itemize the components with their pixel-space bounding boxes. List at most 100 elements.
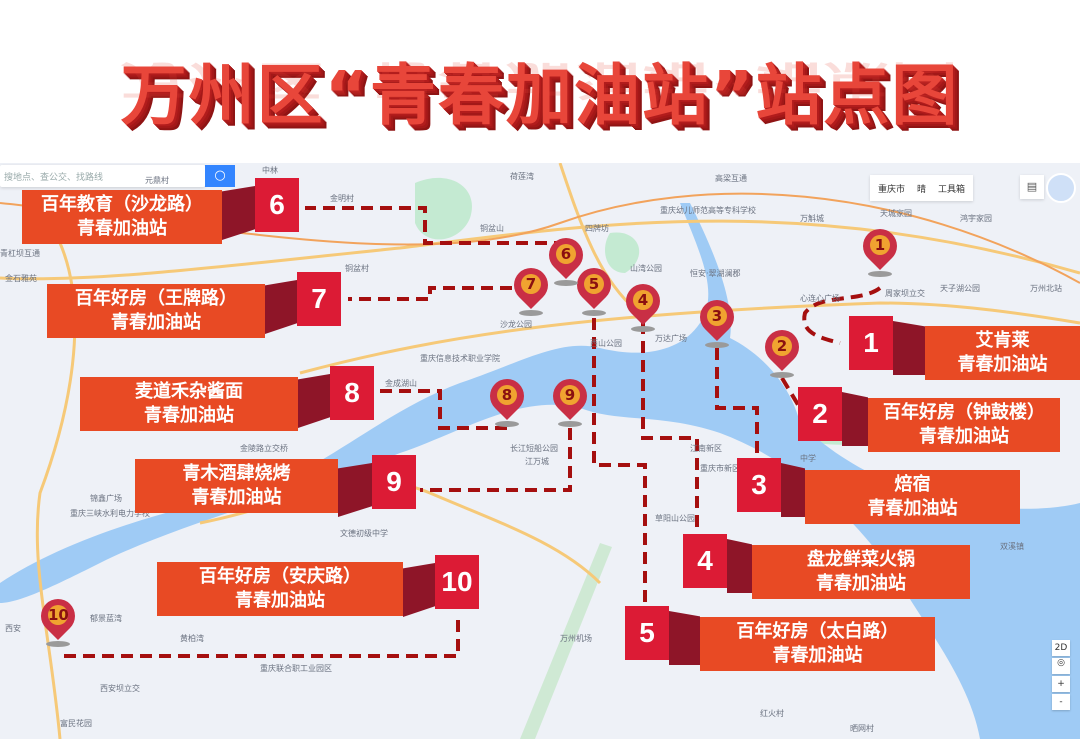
pin-number: 8 (497, 385, 517, 405)
zoom-in-button[interactable]: + (1052, 676, 1070, 692)
station-subtitle: 青春加油站 (919, 426, 1009, 447)
station-name: 盘龙鲜菜火锅 (807, 549, 915, 570)
place-label: 晒网村 (850, 724, 874, 733)
pin-shadow (519, 310, 543, 316)
place-label: 天城家园 (880, 209, 912, 218)
station-name: 百年好房（太白路） (736, 621, 899, 642)
pin-number: 3 (707, 306, 727, 326)
place-label: 草阳山公园 (655, 514, 695, 523)
place-label: 鸿宇家园 (960, 214, 992, 223)
place-label: 双溪镇 (1000, 542, 1024, 551)
label-3d-side (265, 280, 297, 334)
station-label-9[interactable]: 青木酒肆烧烤青春加油站 (135, 459, 338, 513)
road (299, 301, 1080, 375)
label-3d-side (298, 374, 330, 428)
place-label: 西安坝立交 (100, 684, 140, 693)
map-pin-2[interactable]: 2 (757, 322, 807, 378)
station-label-7[interactable]: 百年好房（王牌路）青春加油站 (47, 284, 265, 338)
route-line-1 (802, 286, 882, 345)
place-label: 富民花园 (60, 719, 92, 728)
map-pin-9[interactable]: 9 (545, 371, 595, 427)
search-icon[interactable]: ○ (205, 165, 235, 187)
zoom-out-button[interactable]: - (1052, 694, 1070, 710)
place-label: 万州北站 (1030, 284, 1062, 293)
pin-number: 5 (584, 274, 604, 294)
place-label: 恒安·翠湖澜郡 (690, 269, 741, 278)
place-label: 西安 (5, 624, 21, 633)
pin-shadow (558, 421, 582, 427)
place-label: 锦鑫广场 (90, 494, 122, 503)
place-label: 西山公园 (590, 339, 622, 348)
pin-number: 7 (521, 274, 541, 294)
weather-indicator: 晴 (917, 184, 927, 195)
place-label: 周家坝立交 (885, 289, 925, 298)
station-label-3[interactable]: 焙宿青春加油站 (805, 470, 1020, 524)
pin-number: 4 (633, 290, 653, 310)
place-label: 黄柏湾 (180, 634, 204, 643)
map-pin-6[interactable]: 6 (541, 230, 591, 286)
place-label: 万斛城 (800, 214, 824, 223)
place-label: 心连心广场 (800, 294, 840, 303)
map-pin-4[interactable]: 4 (618, 276, 668, 332)
map-pin-3[interactable]: 3 (692, 292, 742, 348)
place-label: 铜盆村 (345, 264, 369, 273)
pin-number: 1 (870, 235, 890, 255)
map-toolbar: 重庆市 晴 工具箱 (870, 175, 974, 201)
place-label: 重庆三峡水利电力学校 (70, 509, 150, 518)
place-label: 金陵路立交桥 (240, 444, 288, 453)
place-label: 郁景蓝湾 (90, 614, 122, 623)
station-name: 麦道禾杂酱面 (135, 381, 243, 402)
station-label-2[interactable]: 百年好房（钟鼓楼）青春加油站 (868, 398, 1060, 452)
label-3d-side (669, 611, 700, 665)
label-3d-side (781, 463, 805, 517)
station-label-5[interactable]: 百年好房（太白路）青春加油站 (700, 617, 935, 671)
station-name: 青木酒肆烧烤 (182, 463, 291, 484)
place-label: 青杠坝互通 (0, 249, 40, 258)
place-label: 金成湖山 (385, 379, 417, 388)
city-selector[interactable]: 重庆市 (878, 184, 906, 195)
station-label-4[interactable]: 盘龙鲜菜火锅青春加油站 (752, 545, 970, 599)
locate-icon[interactable]: ◎ (1052, 658, 1070, 674)
pin-shadow (705, 342, 729, 348)
avatar[interactable] (1046, 173, 1076, 203)
place-label: 四牌坊 (585, 224, 609, 233)
station-number-5: 5 (625, 606, 669, 660)
station-subtitle: 青春加油站 (867, 498, 958, 519)
map-pin-7[interactable]: 7 (506, 260, 556, 316)
title-reflection: 万州区“青春加油站”站点图 (120, 56, 960, 103)
route-line-5 (592, 318, 647, 603)
map-view[interactable]: 搜地点、查公交、找路线 ○ 重庆市 晴 工具箱 ▤ 2D ◎ + - 元鼎村中林… (0, 163, 1080, 739)
station-subtitle: 青春加油站 (816, 573, 906, 594)
search-input[interactable]: 搜地点、查公交、找路线 (0, 165, 205, 187)
pin-shadow (46, 641, 70, 647)
station-number-1: 1 (849, 316, 893, 370)
pin-shadow (554, 280, 578, 286)
station-label-10[interactable]: 百年好房（安庆路）青春加油站 (157, 562, 403, 616)
station-label-8[interactable]: 麦道禾杂酱面青春加油站 (80, 377, 298, 431)
message-icon[interactable]: ▤ (1020, 175, 1044, 199)
station-number-7: 7 (297, 272, 341, 326)
view-mode-2d-button[interactable]: 2D (1052, 640, 1070, 656)
map-pin-1[interactable]: 1 (855, 221, 905, 277)
place-label: 万达广场 (655, 334, 687, 343)
toolbox-button[interactable]: 工具箱 (938, 184, 966, 195)
map-pin-8[interactable]: 8 (482, 371, 532, 427)
place-label: 中学 (800, 454, 816, 463)
station-number-4: 4 (683, 534, 727, 588)
station-number-6: 6 (255, 178, 299, 232)
station-subtitle: 青春加油站 (144, 405, 234, 426)
place-label: 重庆信息技术职业学院 (420, 354, 500, 363)
station-label-6[interactable]: 百年教育（沙龙路）青春加油站 (22, 190, 222, 244)
pin-shadow (770, 372, 794, 378)
station-name: 百年教育（沙龙路） (41, 194, 203, 215)
place-label: 文德初级中学 (340, 529, 388, 538)
map-pin-10[interactable]: 10 (33, 591, 83, 647)
place-label: 红火村 (760, 709, 784, 718)
station-label-1[interactable]: 艾肯莱青春加油站 (925, 326, 1080, 380)
station-name: 百年好房（安庆路） (199, 566, 361, 587)
station-name: 焙宿 (894, 474, 931, 495)
place-label: 沙龙公园 (500, 320, 532, 329)
route-line-10 (64, 613, 460, 658)
place-label: 江万城 (525, 457, 549, 466)
map-pin-5[interactable]: 5 (569, 260, 619, 316)
